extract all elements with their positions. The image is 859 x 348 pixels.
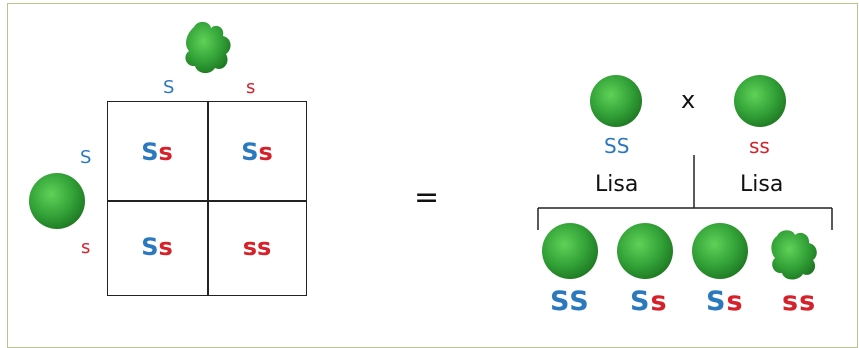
offspring-4-genotype: ss [782,286,817,317]
top-allele-2: s [246,77,256,98]
cross-symbol: x [681,86,696,114]
parent1-name: Lisa [595,172,639,197]
offspring-1-genotype: SS [550,286,590,317]
grid-divider-vertical [207,101,209,296]
offspring-1-round-pea-icon [542,223,598,279]
parent2-name: Lisa [740,172,784,197]
offspring-4-wrinkled-pea-icon [771,230,817,280]
pedigree-lines [537,155,833,230]
punnett-cell-2-2: ss [242,232,272,261]
offspring-3-round-pea-icon [692,223,748,279]
offspring-2-round-pea-icon [617,223,673,279]
parent1-genotype: SS [604,134,630,158]
parent2-genotype: ss [749,134,770,158]
round-pea-icon [29,173,85,229]
parent2-round-pea-icon [734,75,786,127]
top-allele-1: S [163,77,175,98]
parent1-round-pea-icon [590,75,642,127]
left-allele-2: s [81,237,91,258]
wrinkled-pea-icon [185,21,231,74]
offspring-2-genotype: Ss [630,286,668,317]
offspring-3-genotype: Ss [706,286,744,317]
left-allele-1: S [80,147,92,168]
equals-sign: = [414,180,440,215]
grid-divider-horizontal [107,200,307,202]
